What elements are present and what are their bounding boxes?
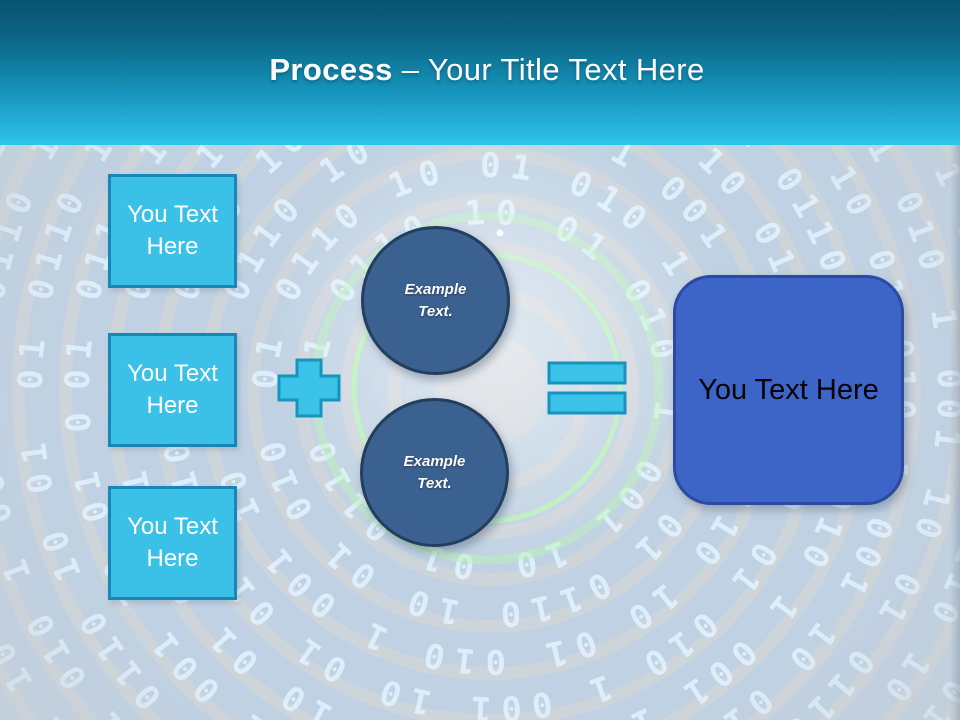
equals-icon [547,361,627,415]
result-box-label: You Text Here [698,373,879,406]
slide-header: Process– Your Title Text Here [0,0,960,145]
example-circle-1: Example Text. [361,226,510,375]
title-bold-part: Process [269,52,393,87]
input-box-1-label: You Text Here [127,201,218,260]
plus-icon [277,358,341,418]
slide-title: Process– Your Title Text Here [0,52,960,88]
example-circle-1-label: Example Text. [404,280,467,320]
input-box-2-label: You Text Here [127,360,218,419]
input-box-1: You Text Here [108,174,237,288]
example-circle-2-label: Example Text. [403,452,466,492]
title-rest-part: – Your Title Text Here [401,52,705,87]
input-box-3-label: You Text Here [127,513,218,572]
example-circle-2: Example Text. [360,398,509,547]
input-box-3: You Text Here [108,486,237,600]
result-box: You Text Here [673,275,904,505]
input-box-2: You Text Here [108,333,237,447]
